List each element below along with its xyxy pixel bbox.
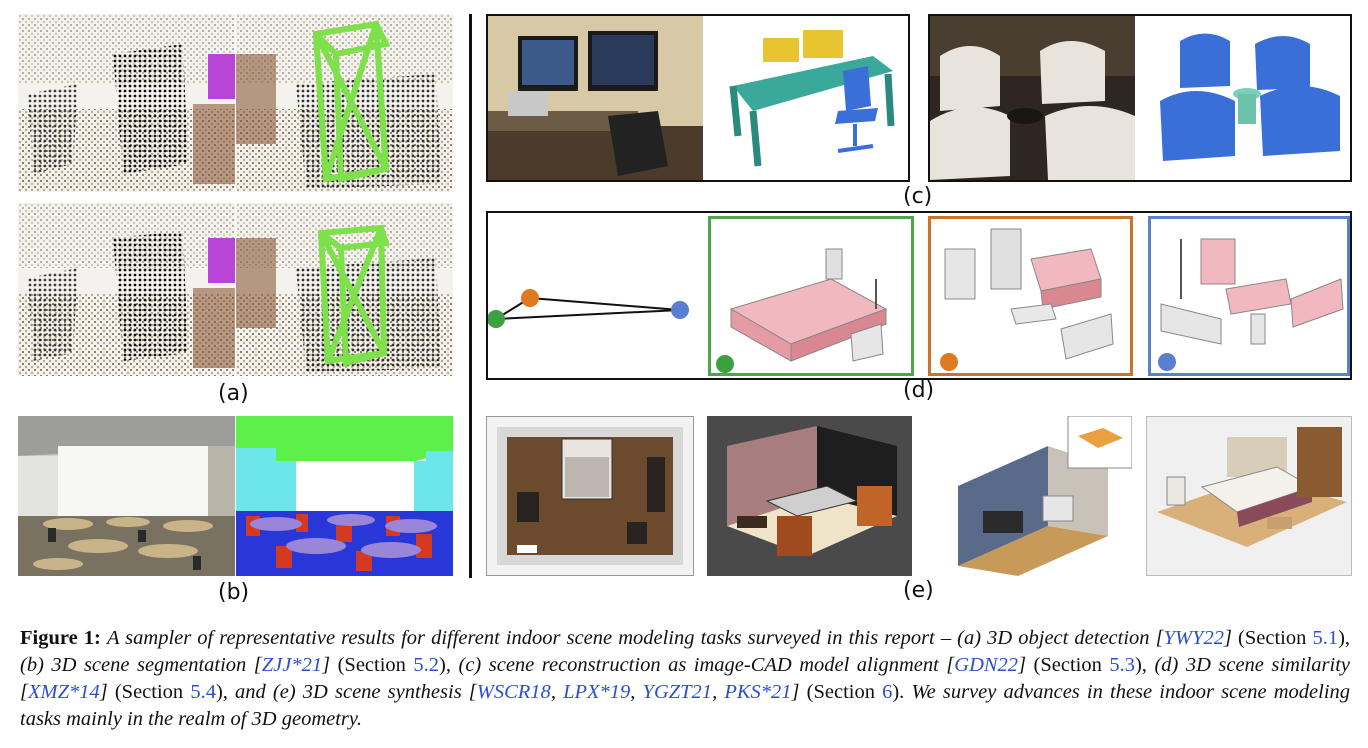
office-photo: [488, 16, 703, 180]
caption-section-text: (Section: [337, 654, 414, 676]
panel-c-office-cad: [703, 16, 908, 180]
bedroom-scene-model: [940, 228, 1114, 371]
section-link-5-2[interactable]: 5.2: [413, 654, 440, 676]
caption-text-10: ]: [791, 681, 807, 703]
label-a: (a): [218, 381, 249, 406]
section-link-5-1[interactable]: 5.1: [1312, 627, 1339, 649]
caption-text-2: ]: [1223, 627, 1239, 649]
caption-section-text: (Section: [1033, 654, 1110, 676]
panel-e-1: [486, 416, 694, 576]
graph-node-green: [488, 310, 505, 328]
panel-b-left: [18, 416, 235, 576]
caption-text-3: (b) 3D scene segmentation [: [20, 654, 262, 676]
lounge-cad-model: [1135, 16, 1350, 180]
citation-zjj21[interactable]: ZJJ*21: [261, 654, 323, 676]
panel-c-office-photo: [488, 16, 703, 180]
caption-section-text: ),: [215, 681, 236, 703]
panel-c-lounge-photo: [930, 16, 1135, 180]
top-down-bedroom-render: [487, 417, 693, 575]
citation-lpx19[interactable]: LPX*19: [563, 681, 631, 703]
point-cloud-detection-image: [236, 203, 453, 376]
citation-xmz14[interactable]: XMZ*14: [27, 681, 100, 703]
living-room-scene-model: [1158, 238, 1344, 371]
panel-b-right: [236, 416, 453, 576]
point-cloud-image: [18, 203, 235, 376]
citation-ywy22[interactable]: YWY22: [1163, 627, 1224, 649]
section-link-6[interactable]: 6: [882, 681, 893, 703]
bounding-box: [317, 224, 391, 367]
panel-a-bottom-right: [236, 203, 453, 376]
bounding-box: [312, 20, 391, 183]
caption-text-11: We survey advances in these indoor scene…: [20, 681, 1351, 730]
panel-e-2: [707, 416, 912, 576]
caption-section-text: (Section: [806, 681, 883, 703]
panel-c-lounge-cad: [1135, 16, 1350, 180]
graph-node-orange: [521, 289, 539, 307]
panel-e-3: [928, 416, 1132, 576]
section-link-5-4[interactable]: 5.4: [190, 681, 216, 703]
caption-section-text: (Section: [114, 681, 191, 703]
caption-separator: ,: [550, 681, 564, 703]
caption-text-8: ]: [99, 681, 115, 703]
caption-section-text: ).: [892, 681, 912, 703]
figure-caption: Figure 1: A sampler of representative re…: [20, 625, 1350, 733]
bedroom-scene-model: [716, 248, 888, 373]
citation-gdn22[interactable]: GDN22: [954, 654, 1019, 676]
similarity-graph: [488, 289, 689, 328]
caption-section-text: (Section: [1238, 627, 1313, 649]
panel-d-frame: [486, 211, 1352, 380]
caption-section-text: ),: [1338, 627, 1351, 649]
label-d: (d): [903, 378, 935, 403]
classroom-photo: [18, 416, 235, 576]
panel-c-frame-right: [928, 14, 1352, 182]
graph-node-blue: [671, 301, 689, 319]
citation-wscr18[interactable]: WSCR18: [476, 681, 551, 703]
caption-section-text: ),: [439, 654, 459, 676]
caption-text-6: ]: [1018, 654, 1034, 676]
caption-text-5: (c) scene reconstruction as image-CAD mo…: [458, 654, 955, 676]
office-cad-model: [703, 16, 908, 180]
panel-a-bottom-left: [18, 203, 235, 376]
panel-a-top-left: [18, 14, 235, 192]
rendered-bedroom: [1147, 417, 1351, 575]
segmentation-result: [236, 416, 453, 576]
caption-text-1: A sampler of representative results for …: [106, 627, 1164, 649]
point-cloud-image: [18, 14, 235, 192]
citation-ygzt21[interactable]: YGZT21: [642, 681, 713, 703]
caption-text-9: and (e) 3D scene synthesis [: [235, 681, 477, 703]
caption-separator: ,: [712, 681, 725, 703]
scene-frame-blue: [1148, 216, 1350, 376]
lounge-photo: [930, 16, 1135, 180]
caption-text-7: (d) 3D scene similarity [: [20, 654, 1350, 703]
vertical-divider: [469, 14, 472, 578]
section-link-5-3[interactable]: 5.3: [1109, 654, 1135, 676]
panel-e-4: [1146, 416, 1352, 576]
label-e: (e): [903, 578, 934, 603]
label-c: (c): [903, 184, 933, 209]
isometric-living-dining-render: [928, 416, 1132, 576]
caption-section-text: ),: [1134, 654, 1155, 676]
panel-c-frame-left: [486, 14, 910, 182]
figure-label: Figure 1:: [20, 627, 101, 649]
panel-a-top-right: [236, 14, 453, 192]
point-cloud-detection-image: [236, 14, 453, 192]
label-b: (b): [218, 580, 250, 605]
isometric-bedroom-render: [707, 416, 912, 576]
caption-text-4: ]: [322, 654, 338, 676]
citation-pks21[interactable]: PKS*21: [724, 681, 792, 703]
caption-separator: ,: [630, 681, 643, 703]
scene-frame-orange: [928, 216, 1133, 376]
scene-frame-green: [708, 216, 914, 376]
